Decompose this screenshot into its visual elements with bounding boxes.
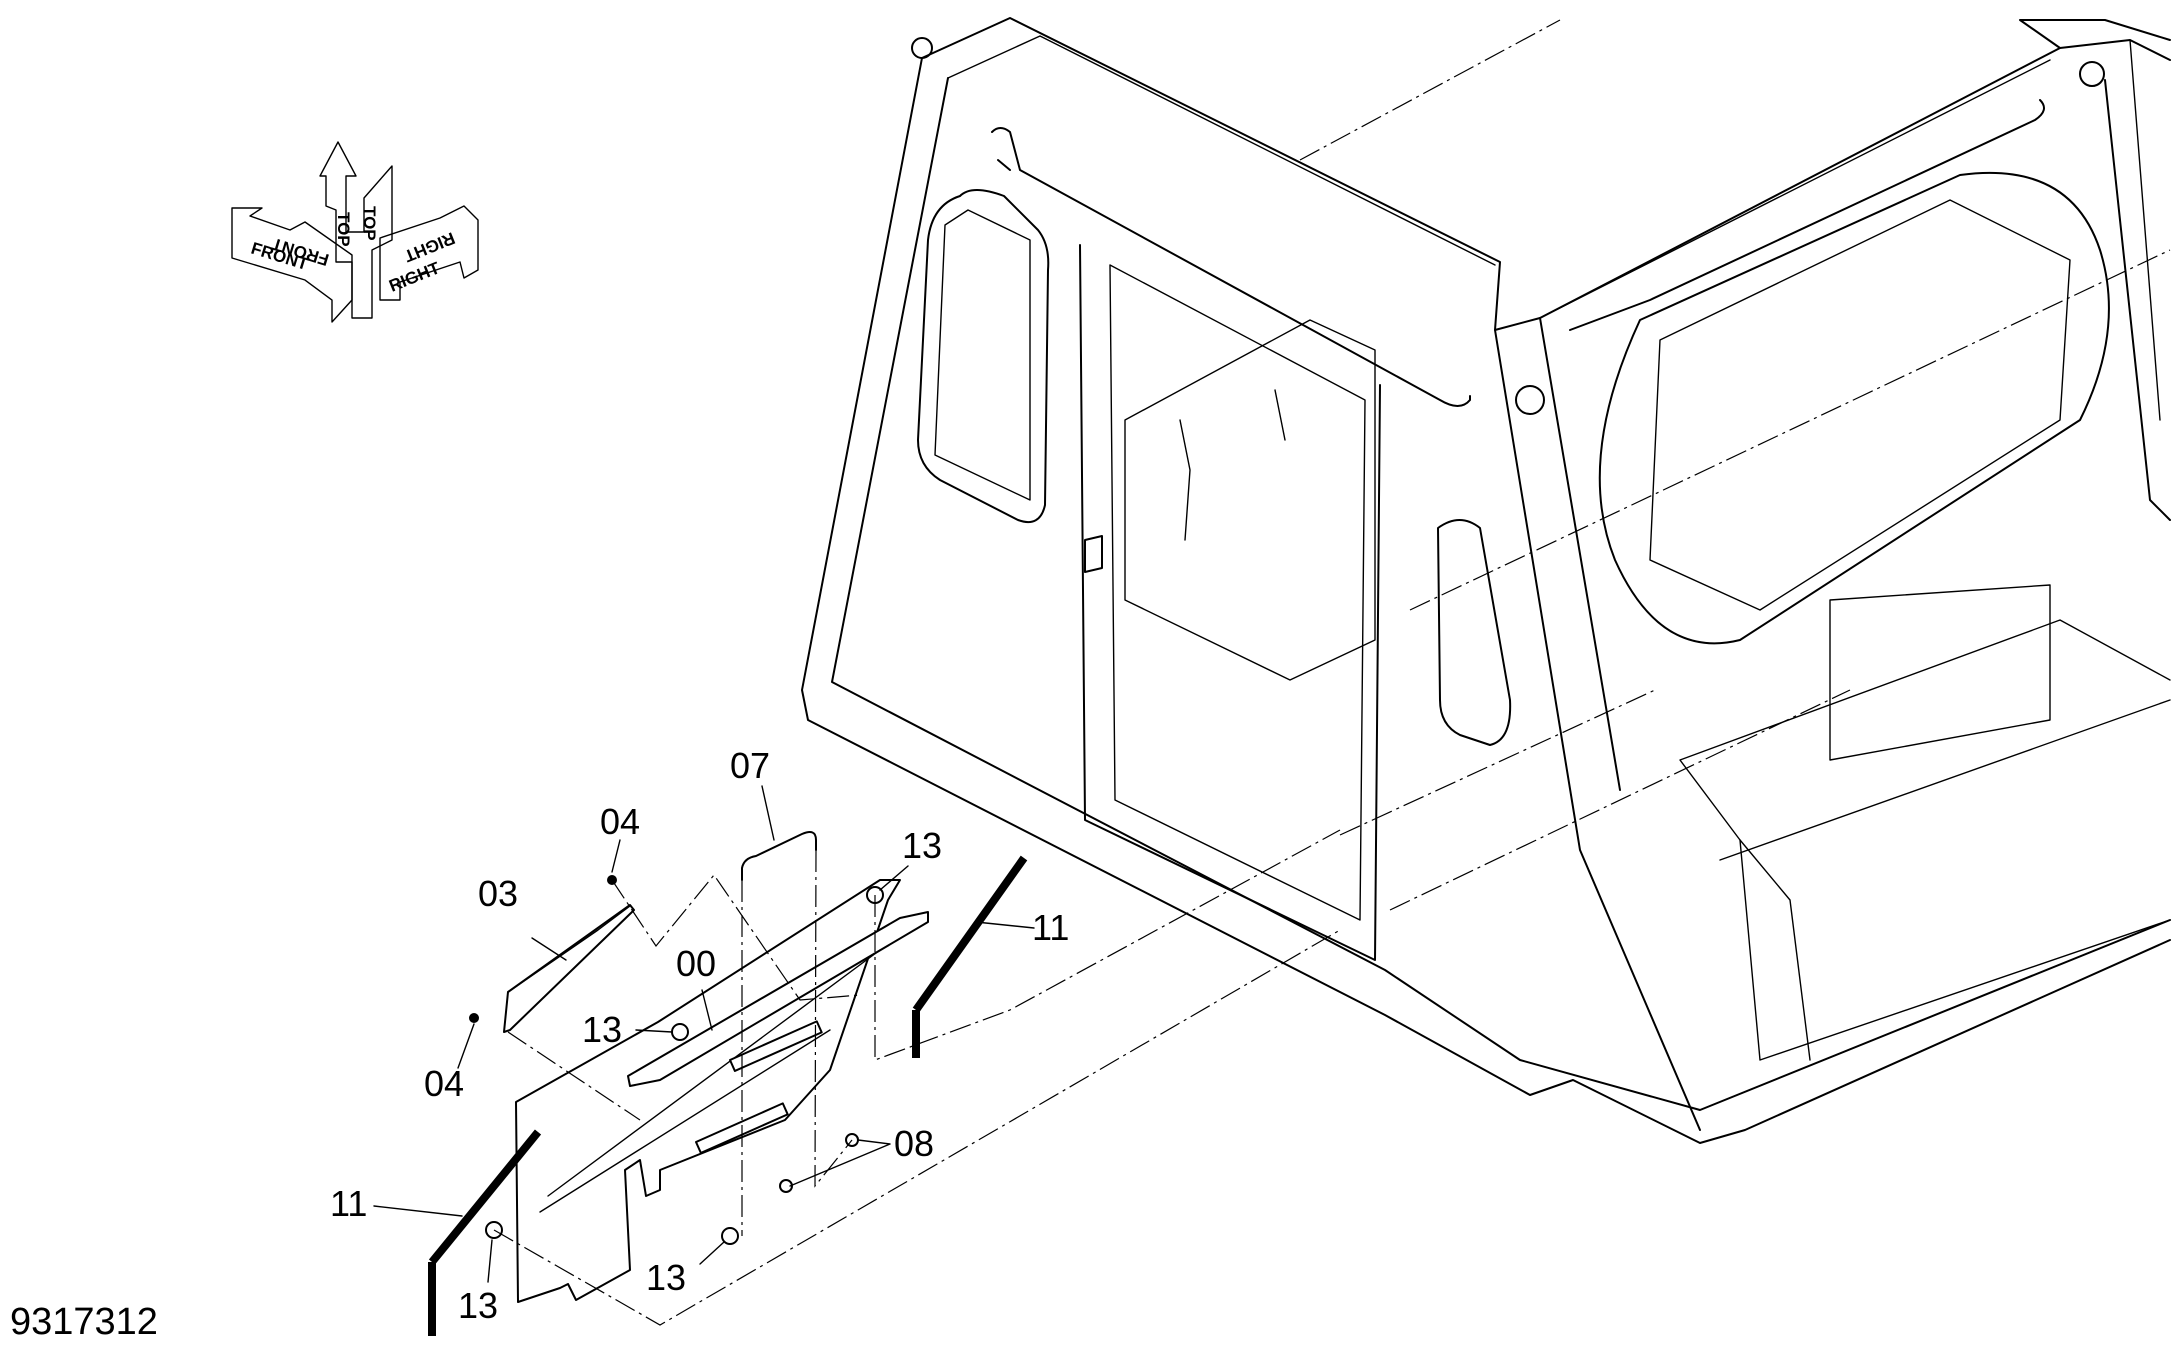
cab-grab-handle xyxy=(991,127,1471,407)
bolt-04-left xyxy=(469,1013,479,1023)
leader-13-mid xyxy=(635,1029,673,1033)
assembly-line-b xyxy=(874,829,1341,1061)
callout-07: 07 xyxy=(730,745,770,786)
cab-roof xyxy=(921,17,2171,331)
top-label: TOP xyxy=(334,212,353,247)
nut-13-bottom xyxy=(721,1227,739,1245)
leader-11-right xyxy=(975,921,1035,929)
assembly-line-e xyxy=(814,849,853,1188)
guard-assembly xyxy=(428,829,1341,1336)
cab-front-window-inner xyxy=(1649,199,2071,611)
cab-post-oval-window xyxy=(1437,519,1512,746)
part-00-vent-slot-2 xyxy=(729,1020,823,1072)
part-00-guard-lip xyxy=(627,911,929,1087)
cab-base-frame xyxy=(1679,619,2171,1061)
assembly-line-c xyxy=(493,929,1341,1326)
cab-rear-edge xyxy=(2129,39,2161,421)
callout-00: 00 xyxy=(676,943,716,984)
part-03-cover-plate-face xyxy=(507,905,631,993)
leader-04-top xyxy=(611,839,621,873)
cab-left-window-inner xyxy=(934,209,1031,501)
cab-roof-inner xyxy=(947,35,2051,319)
part-07-handle xyxy=(741,831,817,881)
cab-frame xyxy=(801,17,2171,1144)
right-arrow-shape xyxy=(379,205,479,301)
orientation-labels: FRONT FRONT TOP TOP RIGHT RIGHT xyxy=(249,206,458,296)
cab-door-hinge xyxy=(1084,535,1103,573)
leader-03 xyxy=(531,937,567,961)
cab-lifting-eye-rear xyxy=(2079,61,2105,87)
figure-number: 9317312 xyxy=(10,1301,158,1343)
cab-lifting-eye-left xyxy=(911,37,933,59)
callout-13-bottom: 13 xyxy=(646,1257,686,1298)
top-arrow-shape xyxy=(319,141,393,319)
callout-11-left: 11 xyxy=(330,1183,367,1224)
leader-08 xyxy=(789,1139,891,1187)
cab-centerline-2 xyxy=(1409,249,2171,611)
callout-04-left: 04 xyxy=(424,1063,464,1104)
top-label-second: TOP xyxy=(360,206,379,241)
cab-left-window xyxy=(917,189,1050,524)
part-03-cover-plate xyxy=(503,904,635,1033)
leader-13-left xyxy=(487,1239,493,1283)
cab-centerline-1 xyxy=(1299,19,1561,161)
cab-left-panel-inner xyxy=(831,77,2171,1111)
cab-floor-plate xyxy=(1124,319,1376,681)
cab-floor-bracket xyxy=(1179,389,1286,541)
assembly-line-a xyxy=(507,874,861,1121)
cab-bracket-plate xyxy=(1829,584,2051,761)
callout-08: 08 xyxy=(894,1123,934,1164)
callout-04-top: 04 xyxy=(600,801,640,842)
leader-11-left xyxy=(373,1205,463,1217)
nut-13-mid xyxy=(671,1023,689,1041)
cab-door-opening xyxy=(1079,244,1381,961)
callout-leaders xyxy=(373,785,1035,1283)
leader-13-bottom xyxy=(699,1241,725,1265)
callout-13-mid: 13 xyxy=(582,1009,622,1050)
cab-front-post xyxy=(1494,317,1701,1131)
callout-labels: 03 04 04 00 07 13 13 13 13 08 11 11 xyxy=(330,745,1069,1326)
leader-07 xyxy=(761,785,775,841)
part-11-strip-right xyxy=(912,855,1028,1013)
part-00-guard-fold xyxy=(539,949,881,1213)
cab-front-grab-handle xyxy=(1569,99,2045,331)
cab-lifting-eye-front xyxy=(1515,385,1545,415)
washer-08-b xyxy=(779,1179,793,1193)
callout-13-top: 13 xyxy=(902,825,942,866)
leader-04-left xyxy=(457,1023,475,1069)
cab-base-frame-inner xyxy=(1739,839,1811,1061)
cab-left-panel xyxy=(801,57,2171,1144)
cab-right-panel xyxy=(2059,39,2171,521)
cab-front-window xyxy=(1598,171,2110,645)
part-11-strip-left xyxy=(428,1129,542,1265)
callout-13-left: 13 xyxy=(458,1285,498,1326)
callout-11-right: 11 xyxy=(1032,907,1069,948)
leader-00 xyxy=(701,989,713,1031)
orientation-indicator: FRONT FRONT TOP TOP RIGHT RIGHT xyxy=(231,141,479,323)
cab-door-opening-inner xyxy=(1109,264,1366,921)
callout-03: 03 xyxy=(478,873,518,914)
cab-centerline-3 xyxy=(1339,689,1851,911)
leader-13-top xyxy=(879,865,909,891)
